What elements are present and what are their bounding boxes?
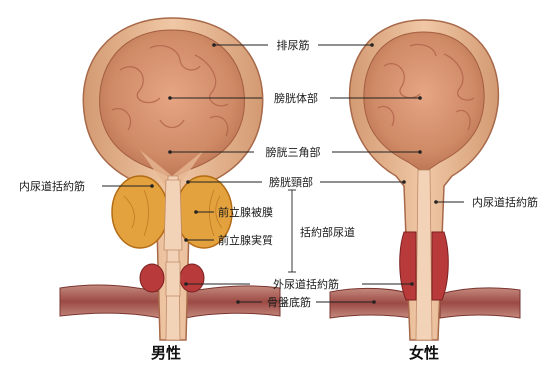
label-pelvic-floor: 骨盤底筋 xyxy=(267,295,311,309)
label-trigone: 膀胱三角部 xyxy=(266,145,321,159)
male-external-sphincter-right xyxy=(180,264,204,292)
caption-female: 女性 xyxy=(409,344,439,362)
female-pelvic-floor-left xyxy=(330,288,412,318)
label-bladder-body: 膀胱体部 xyxy=(274,91,318,105)
female-external-sphincter-right xyxy=(432,232,448,300)
female-external-sphincter-left xyxy=(400,232,416,300)
male-bladder-illustration xyxy=(60,18,280,340)
label-internal-sphincter-female: 内尿道括約筋 xyxy=(472,195,538,209)
label-detrusor: 排尿筋 xyxy=(277,38,310,52)
label-internal-sphincter-male: 内尿道括約筋 xyxy=(19,179,85,193)
female-bladder-illustration xyxy=(330,20,520,340)
caption-male: 男性 xyxy=(151,344,181,362)
label-prostate-parenchyma: 前立腺実質 xyxy=(218,233,273,247)
male-prostate-left xyxy=(112,176,168,248)
female-urethra xyxy=(416,170,432,340)
label-prostate-capsule: 前立腺被膜 xyxy=(218,205,273,219)
label-external-sphincter: 外尿道括約筋 xyxy=(273,277,339,291)
male-pelvic-floor-right xyxy=(185,286,280,318)
female-pelvic-floor-right xyxy=(440,288,520,318)
male-external-sphincter-left xyxy=(140,264,164,292)
label-sphincteric-urethra: 括約部尿道 xyxy=(300,225,355,239)
label-bladder-neck: 膀胱頸部 xyxy=(269,175,313,189)
